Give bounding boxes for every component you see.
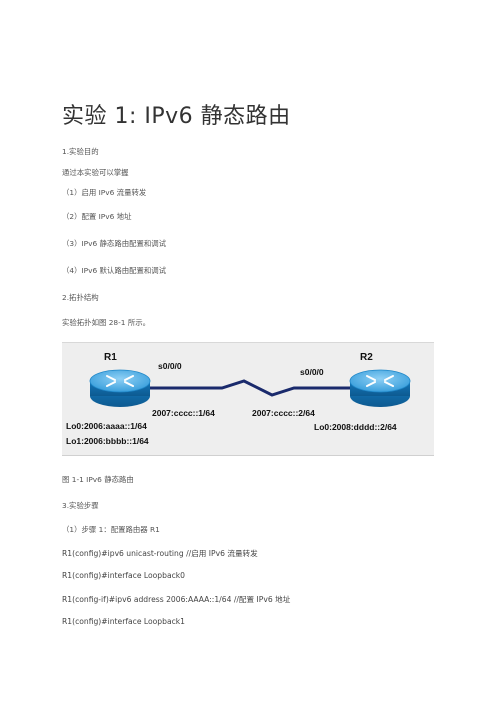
r1-loopback0-address: Lo0:2006:aaaa::1/64: [66, 421, 147, 431]
router-r1-icon: [89, 369, 151, 407]
list-item: （3）IPv6 静态路由配置和调试: [62, 239, 167, 248]
figure-caption: 图 1-1 IPv6 静态路由: [62, 475, 134, 484]
r1-serial-label: s0/0/0: [158, 361, 182, 371]
r2-serial-address: 2007:cccc::2/64: [252, 408, 315, 418]
paragraph-topology: 实验拓扑如图 28-1 所示。: [62, 318, 150, 327]
command-line: R1(config)#interface Loopback0: [62, 571, 186, 580]
router-r2-icon: [349, 369, 411, 407]
section-heading-steps: 3.实验步骤: [62, 501, 99, 510]
command-line: R1(config-if)#ipv6 address 2006:AAAA::1/…: [62, 595, 291, 604]
command-line: R1(config)#ipv6 unicast-routing //启用 IPv…: [62, 549, 258, 558]
topology-diagram: R1 R2 s0/0/0 s0/0/0 2007:cccc::1/64 2007…: [66, 352, 411, 446]
topology-figure: R1 R2 s0/0/0 s0/0/0 2007:cccc::1/64 2007…: [62, 342, 434, 456]
list-item: （4）IPv6 默认路由配置和调试: [62, 266, 167, 275]
section-heading-purpose: 1.实验目的: [62, 147, 99, 156]
r1-label: R1: [104, 352, 117, 363]
step-heading: （1）步骤 1：配置路由器 R1: [62, 525, 160, 534]
serial-link: [150, 379, 352, 397]
section-heading-topology: 2.拓扑结构: [62, 293, 99, 302]
page-title: 实验 1: IPv6 静态路由: [62, 104, 291, 129]
r1-serial-address: 2007:cccc::1/64: [152, 408, 215, 418]
list-item: （2）配置 IPv6 地址: [62, 212, 132, 221]
command-line: R1(config)#interface Loopback1: [62, 617, 186, 626]
list-item: （1）启用 IPv6 流量转发: [62, 188, 147, 197]
r1-loopback1-address: Lo1:2006:bbbb::1/64: [66, 436, 149, 446]
r2-loopback0-address: Lo0:2008:dddd::2/64: [314, 422, 397, 432]
r2-label: R2: [360, 352, 373, 363]
paragraph-intro: 通过本实验可以掌握: [62, 168, 129, 177]
r2-serial-label: s0/0/0: [300, 367, 324, 377]
